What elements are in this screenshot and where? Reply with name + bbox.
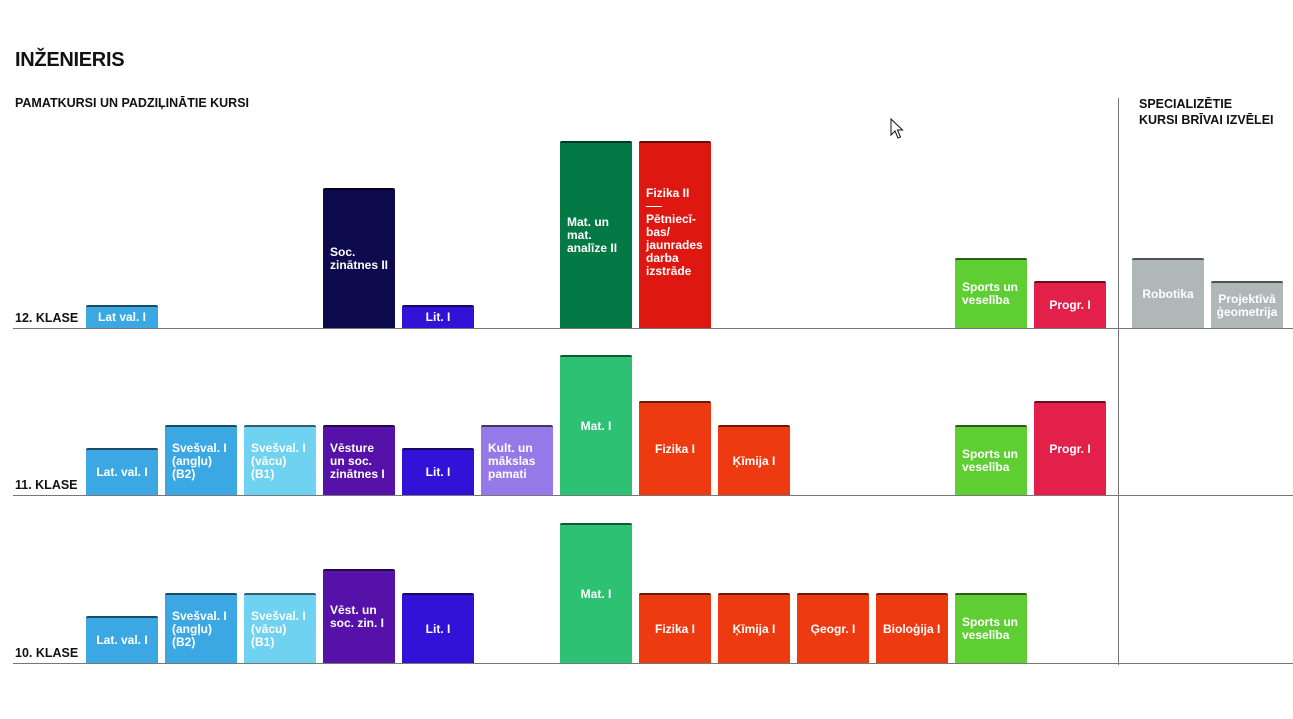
course-name: Projektīvā ģeometrija [1216, 291, 1278, 319]
course-block: Lit. I [402, 593, 474, 663]
course-name: Mat. I [580, 586, 612, 601]
course-name: Robotika [1142, 286, 1194, 301]
course-block: Vēst. un soc. zin. I [323, 569, 395, 663]
course-block: Bioloģija I [876, 593, 948, 663]
course-block: Lit. I [402, 448, 474, 495]
course-name: Svešval. I (angļu) (B2) [172, 608, 227, 649]
specialized-title-line2: KURSI BRĪVAI IZVĒLEI [1139, 113, 1274, 127]
course-name: Ģeogr. I [810, 621, 856, 636]
course-block: Mat. I [560, 523, 632, 663]
course-block: Sports un veselība [955, 258, 1027, 328]
course-name: Mat. I [580, 418, 612, 433]
row-baseline [13, 495, 1293, 496]
course-name: Ķīmija I [732, 453, 776, 468]
course-block: Fizika I [639, 401, 711, 495]
course-name: Fizika I [654, 621, 695, 636]
course-block: Robotika [1132, 258, 1204, 328]
course-block: Fizika II Pētniecī-bas/ jaunrades darba i… [639, 141, 711, 328]
grade-label: 12. KLASE [15, 311, 79, 325]
specialized-divider [1118, 98, 1119, 665]
grade-label: 11. KLASE [15, 478, 78, 492]
course-block: Ģeogr. I [797, 593, 869, 663]
course-block: Fizika I [639, 593, 711, 663]
course-name: Svešval. I (angļu)(B2) [172, 440, 227, 481]
course-name: Lit. I [425, 621, 451, 636]
course-block: Lat. val. I [86, 616, 158, 663]
section-subtitle: PAMATKURSI UN PADZIĻINĀTIE KURSI [15, 96, 250, 110]
course-name: Lat. val. I [96, 633, 148, 647]
course-name: Bioloģija I [883, 621, 941, 636]
course-name: Progr. I [1049, 441, 1091, 456]
course-separator [646, 206, 662, 207]
course-block: Ķīmija I [718, 425, 790, 495]
course-name: Sports un veselība [962, 447, 1018, 474]
course-block: Svešval. I (angļu)(B2) [165, 425, 237, 495]
course-block: Progr. I [1034, 281, 1106, 328]
course-block: Lit. I [402, 305, 474, 328]
course-name: Vēsture un soc. zinātnes I [330, 440, 385, 481]
course-block: Svešval. I (vācu) (B1) [244, 425, 316, 495]
course-name: Lat. val. I [96, 465, 148, 479]
mouse-cursor-icon [890, 118, 904, 139]
course-name: Ķīmija I [732, 621, 776, 636]
course-block: Soc. zinātnes II [323, 188, 395, 328]
course-name-secondary: Pētniecī-bas/ jaunrades darba izstrāde [646, 212, 703, 278]
course-name: Svešval. I (vācu) (B1) [251, 608, 306, 649]
course-block: Sports un veselība [955, 425, 1027, 495]
course-name: Soc. zinātnes II [330, 245, 389, 272]
course-block: Kult. un mākslas pamati [481, 425, 553, 495]
grade-label: 10. KLASE [15, 646, 79, 660]
row-baseline [13, 328, 1293, 329]
course-name: Mat. un mat. analīze II [567, 215, 618, 255]
page-title: INŽENIERIS [15, 49, 125, 71]
course-name: Svešval. I (vācu) (B1) [251, 440, 306, 481]
course-block: Mat. un mat. analīze II [560, 141, 632, 328]
course-block: Sports un veselība [955, 593, 1027, 663]
course-name: Sports un veselība [962, 615, 1018, 642]
course-name: Lit. I [425, 465, 451, 479]
course-block: Lat val. I [86, 305, 158, 328]
course-name: Sports un veselība [962, 280, 1018, 307]
course-block: Svešval. I (angļu) (B2) [165, 593, 237, 663]
course-block: Lat. val. I [86, 448, 158, 495]
course-block: Vēsture un soc. zinātnes I [323, 425, 395, 495]
course-name: Kult. un mākslas pamati [488, 440, 536, 481]
course-name: Vēst. un soc. zin. I [330, 603, 385, 630]
course-name: Progr. I [1049, 298, 1091, 312]
course-block: Svešval. I (vācu) (B1) [244, 593, 316, 663]
course-block: Ķīmija I [718, 593, 790, 663]
course-name: Fizika II [646, 186, 690, 200]
course-name: Lit. I [425, 310, 451, 324]
course-block: Projektīvā ģeometrija [1211, 281, 1283, 328]
course-name: Fizika I [654, 441, 695, 456]
course-name: Lat val. I [97, 310, 147, 324]
course-block: Mat. I [560, 355, 632, 495]
course-block: Progr. I [1034, 401, 1106, 495]
specialized-title-line1: SPECIALIZĒTIE [1139, 97, 1233, 111]
specialized-courses-title: SPECIALIZĒTIE KURSI BRĪVAI IZVĒLEI [1139, 96, 1274, 128]
row-baseline [13, 663, 1293, 664]
